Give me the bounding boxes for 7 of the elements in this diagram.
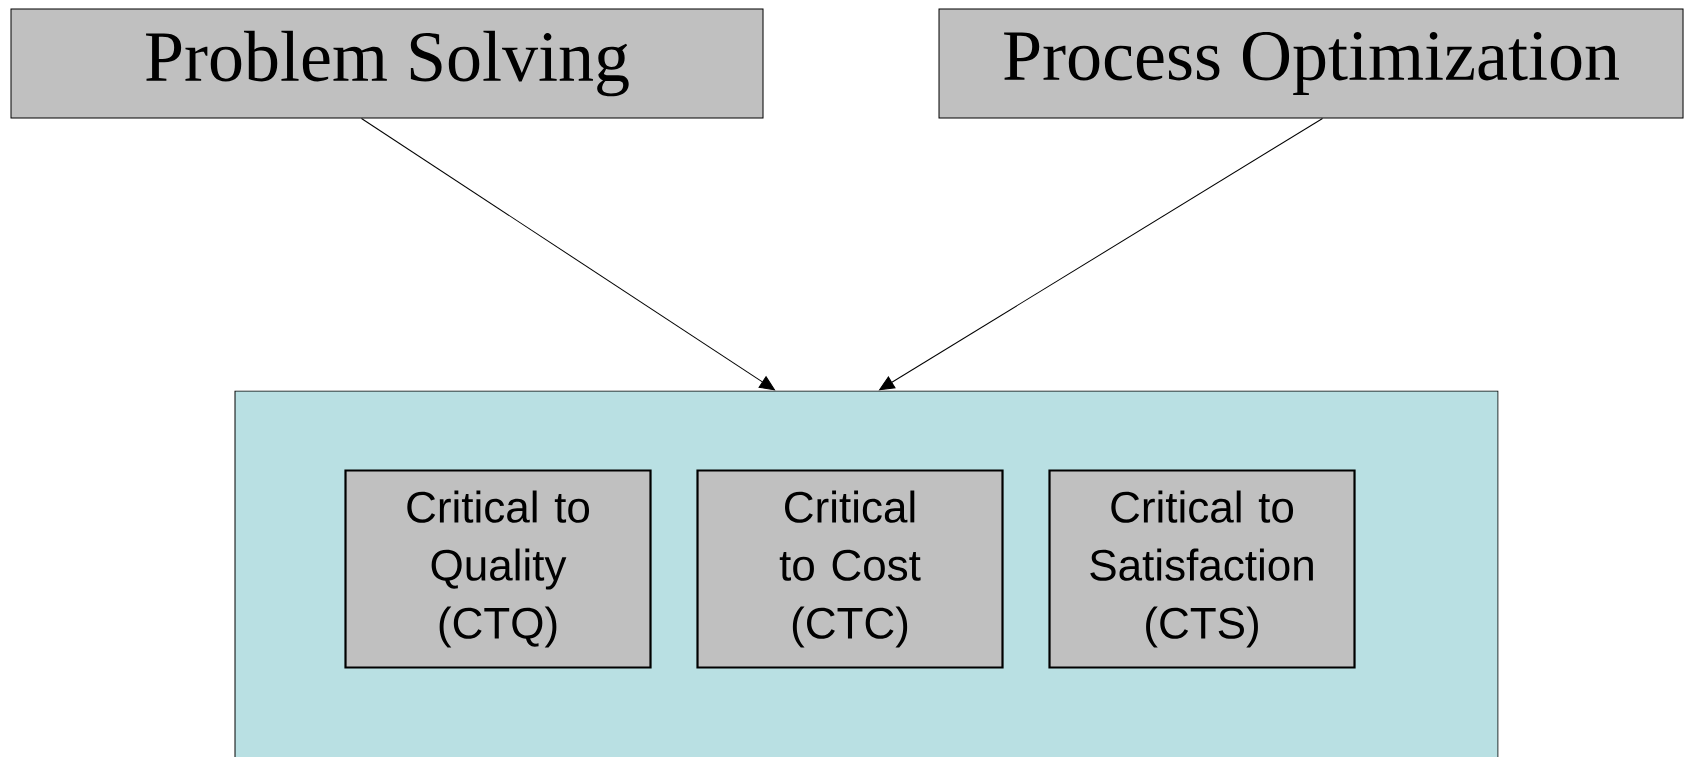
criteria-box: Critical to Quality (CTQ) bbox=[344, 469, 652, 669]
criteria-box: Critical to Satisfaction (CTS) bbox=[1048, 469, 1356, 669]
heading-box: Problem Solving bbox=[10, 8, 764, 119]
heading-box: Process Optimization bbox=[938, 8, 1684, 119]
criteria-box: Critical to Cost (CTC) bbox=[696, 469, 1004, 669]
arrow bbox=[879, 118, 1323, 391]
arrow bbox=[361, 118, 775, 391]
